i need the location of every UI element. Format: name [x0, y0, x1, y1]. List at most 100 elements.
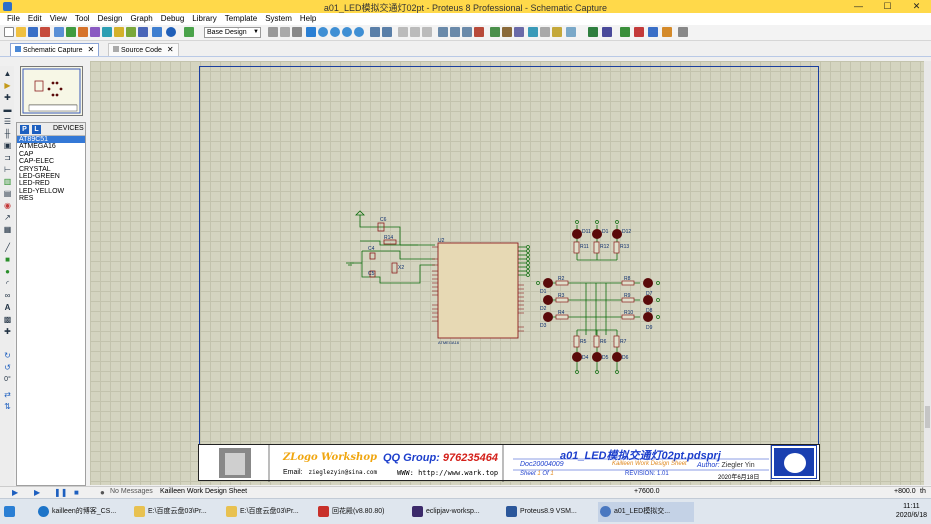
- step-icon[interactable]: ▶: [34, 488, 41, 497]
- menu-system[interactable]: System: [265, 14, 292, 23]
- device-item-cap-elec[interactable]: CAP-ELEC: [19, 158, 55, 166]
- property-tool-icon[interactable]: [540, 27, 550, 37]
- line-tool-icon[interactable]: ╱: [5, 243, 10, 252]
- overview-window[interactable]: [20, 66, 83, 116]
- menu-design[interactable]: Design: [97, 14, 123, 23]
- bill-of-materials-icon[interactable]: [662, 27, 672, 37]
- menu-tool[interactable]: Tool: [74, 14, 90, 23]
- make-device-icon[interactable]: [502, 27, 512, 37]
- new-sheet-icon[interactable]: [620, 27, 630, 37]
- taskbar-item-word[interactable]: Proteus8.9 VSM...: [504, 502, 594, 522]
- annotate-icon[interactable]: [602, 27, 612, 37]
- pan-icon[interactable]: [306, 27, 316, 37]
- menu-library[interactable]: Library: [192, 14, 217, 23]
- vertical-scrollbar[interactable]: [924, 61, 931, 485]
- device-item-led-green[interactable]: LED-GREEN: [19, 173, 60, 181]
- terminals-icon[interactable]: ⊐: [4, 153, 11, 162]
- menu-debug[interactable]: Debug: [160, 14, 185, 23]
- zoom-in-icon[interactable]: [318, 27, 328, 37]
- undo-icon[interactable]: [370, 27, 380, 37]
- source-code-icon[interactable]: [138, 27, 148, 37]
- library-manager-button[interactable]: L: [32, 125, 41, 134]
- origin-icon[interactable]: [292, 27, 302, 37]
- report-icon[interactable]: [678, 27, 688, 37]
- zoom-all-icon[interactable]: [342, 27, 352, 37]
- selection-mode-icon[interactable]: ▲: [3, 69, 12, 78]
- pick-devices-button[interactable]: P: [20, 125, 29, 134]
- exit-to-parent-icon[interactable]: [648, 27, 658, 37]
- cut-icon[interactable]: [398, 27, 408, 37]
- message-count[interactable]: No Messages: [110, 488, 153, 495]
- stop-icon[interactable]: ■: [74, 488, 79, 497]
- search-icon[interactable]: [528, 27, 538, 37]
- design-explorer-icon[interactable]: [126, 27, 136, 37]
- scrollbar-thumb[interactable]: [925, 406, 930, 428]
- menu-help[interactable]: Help: [299, 14, 317, 23]
- 3d-view-icon[interactable]: [90, 27, 100, 37]
- block-delete-icon[interactable]: [474, 27, 484, 37]
- netlist-icon[interactable]: [588, 27, 598, 37]
- paste-icon[interactable]: [422, 27, 432, 37]
- start-button[interactable]: [2, 502, 16, 522]
- component-mode-icon[interactable]: ▶: [4, 81, 11, 90]
- menu-graph[interactable]: Graph: [130, 14, 153, 23]
- subcircuit-icon[interactable]: ▣: [3, 141, 12, 150]
- text-script-icon[interactable]: ☰: [3, 117, 12, 126]
- block-copy-icon[interactable]: [438, 27, 448, 37]
- minimize-button[interactable]: —: [854, 1, 863, 11]
- wire-label-icon[interactable]: ▬: [3, 105, 12, 114]
- taskbar-item-app[interactable]: 回花殿(v8.80.80): [316, 502, 406, 522]
- rotate-cw-icon[interactable]: ↻: [4, 351, 11, 360]
- mcu-chip[interactable]: [437, 242, 519, 339]
- device-item-led-red[interactable]: LED-RED: [19, 180, 50, 188]
- zoom-area-icon[interactable]: [354, 27, 364, 37]
- design-variant-select[interactable]: Base Design▼: [204, 27, 261, 38]
- symbol-tool-icon[interactable]: ▩: [3, 315, 12, 324]
- grid-icon[interactable]: [280, 27, 290, 37]
- menu-template[interactable]: Template: [224, 14, 258, 23]
- tab-schematic-capture[interactable]: Schematic Capture✕: [10, 43, 100, 56]
- taskbar-item-browser[interactable]: kailleen的博客_CS...: [36, 502, 130, 522]
- device-item-led-yellow[interactable]: LED-YELLOW: [19, 187, 65, 195]
- open-folder-icon[interactable]: [16, 27, 26, 37]
- play-icon[interactable]: ▶: [12, 488, 19, 497]
- mirror-x-icon[interactable]: ⇄: [4, 390, 11, 399]
- tab-source-code[interactable]: Source Code✕: [108, 43, 179, 56]
- box-tool-icon[interactable]: ■: [5, 255, 10, 264]
- graph-mode-icon[interactable]: ▥: [3, 177, 12, 186]
- maximize-button[interactable]: ☐: [883, 1, 892, 11]
- block-move-icon[interactable]: [450, 27, 460, 37]
- packaging-tool-icon[interactable]: [514, 27, 524, 37]
- redraw-icon[interactable]: [268, 27, 278, 37]
- device-item-atmega16[interactable]: ATMEGA16: [19, 143, 56, 151]
- remove-sheet-icon[interactable]: [634, 27, 644, 37]
- home-icon[interactable]: [54, 27, 64, 37]
- device-item-at89c51[interactable]: AT89C51: [17, 136, 85, 144]
- wire-autorouter-icon[interactable]: [552, 27, 562, 37]
- device-item-crystal[interactable]: CRYSTAL: [19, 165, 51, 173]
- pick-device-icon[interactable]: [490, 27, 500, 37]
- save-icon[interactable]: [28, 27, 38, 37]
- schematic-icon[interactable]: [66, 27, 76, 37]
- copy-icon[interactable]: [410, 27, 420, 37]
- menu-edit[interactable]: Edit: [27, 14, 42, 23]
- help-icon[interactable]: [166, 27, 176, 37]
- pause-icon[interactable]: ❚❚: [54, 488, 68, 497]
- menu-view[interactable]: View: [49, 14, 67, 23]
- buses-icon[interactable]: ╫: [4, 129, 11, 138]
- refresh-icon[interactable]: [184, 27, 194, 37]
- generator-mode-icon[interactable]: ◉: [4, 201, 11, 210]
- block-rotate-icon[interactable]: [462, 27, 472, 37]
- taskbar-item-explorer-2[interactable]: E:\百度云盘03\Pr...: [224, 502, 314, 522]
- taskbar-item-proteus[interactable]: a01_LED模拟交...: [598, 502, 694, 522]
- virtual-instruments-icon[interactable]: ▦: [3, 225, 12, 234]
- close-tab-icon[interactable]: ✕: [87, 45, 95, 54]
- text-tool-icon[interactable]: A: [4, 303, 11, 312]
- redo-icon[interactable]: [382, 27, 392, 37]
- close-button[interactable]: ✕: [912, 1, 921, 11]
- taskbar-item-eclipse[interactable]: eclipjav-worksp...: [410, 502, 500, 522]
- tape-recorder-icon[interactable]: ▤: [3, 189, 12, 198]
- close-tab-icon[interactable]: ✕: [166, 45, 174, 54]
- pcb-icon[interactable]: [78, 27, 88, 37]
